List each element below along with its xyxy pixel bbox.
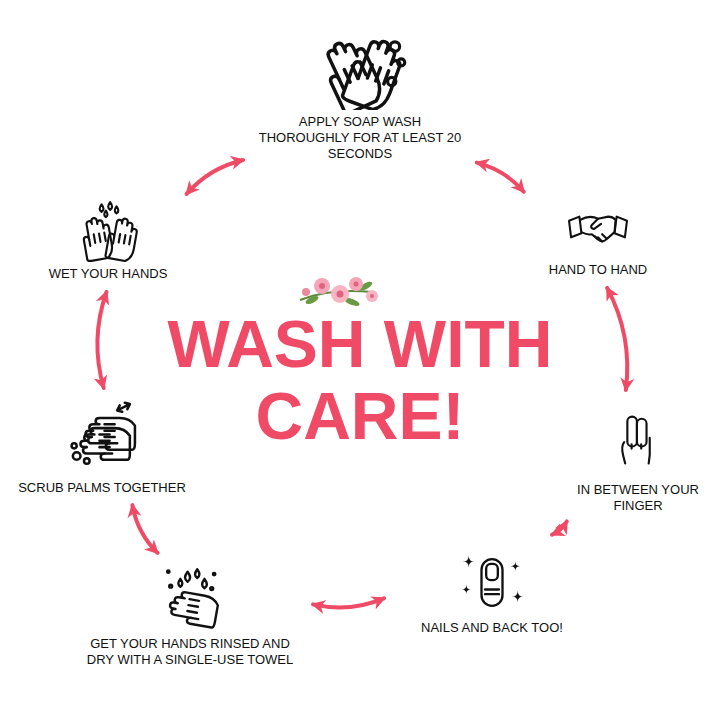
step-label: GET YOUR HANDS RINSED AND DRY WITH A SIN… bbox=[79, 636, 301, 668]
cycle-arrow bbox=[313, 598, 384, 607]
diagram-title: WASH WITH CARE! bbox=[130, 308, 590, 452]
step-icon bbox=[312, 18, 408, 110]
step-icon bbox=[560, 198, 636, 258]
step-icon bbox=[606, 400, 670, 478]
step-icon bbox=[64, 398, 140, 476]
step-label: IN BETWEEN YOUR FINGER bbox=[567, 482, 709, 514]
step-node: WET YOUR HANDS bbox=[33, 198, 183, 284]
step-label: SCRUB PALMS TOGETHER bbox=[11, 480, 193, 496]
cycle-arrow bbox=[477, 163, 524, 192]
step-node: GET YOUR HANDS RINSED AND DRY WITH A SIN… bbox=[75, 560, 305, 670]
step-node: NAILS AND BACK TOO! bbox=[392, 540, 592, 638]
cycle-arrow bbox=[132, 505, 157, 553]
flower-sprig bbox=[300, 277, 378, 308]
step-label: NAILS AND BACK TOO! bbox=[396, 620, 588, 636]
step-label: WET YOUR HANDS bbox=[37, 266, 179, 282]
cycle-arrow bbox=[607, 288, 627, 390]
cycle-arrow bbox=[97, 292, 106, 388]
step-icon bbox=[70, 200, 146, 262]
step-label: HAND TO HAND bbox=[527, 262, 669, 278]
step-node: APPLY SOAP WASH THOROUGHLY FOR AT LEAST … bbox=[250, 16, 470, 164]
step-label: APPLY SOAP WASH THOROUGHLY FOR AT LEAST … bbox=[254, 114, 466, 162]
cycle-arrow bbox=[552, 521, 567, 534]
step-icon bbox=[457, 542, 527, 616]
step-node: HAND TO HAND bbox=[523, 196, 673, 280]
step-node: SCRUB PALMS TOGETHER bbox=[7, 396, 197, 498]
step-icon bbox=[152, 562, 228, 632]
step-node: IN BETWEEN YOUR FINGER bbox=[563, 398, 713, 516]
cycle-arrow bbox=[187, 160, 244, 194]
